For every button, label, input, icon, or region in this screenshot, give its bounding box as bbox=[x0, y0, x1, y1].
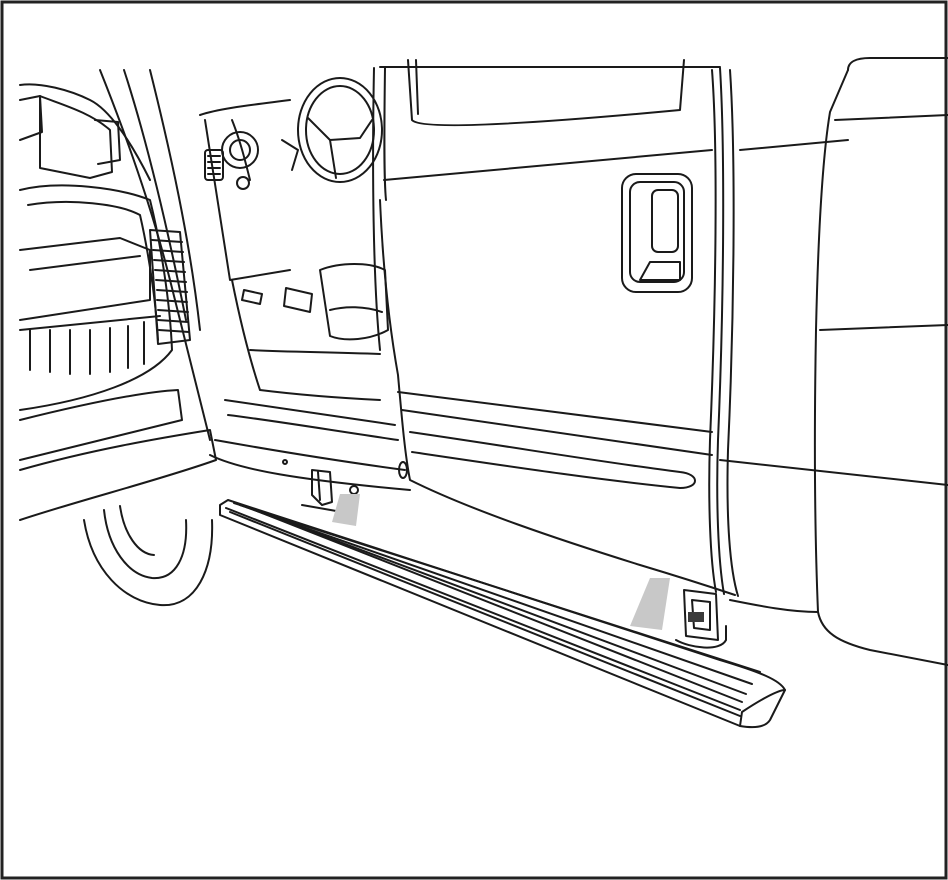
gas-pedal bbox=[241, 289, 263, 305]
brake-pedal bbox=[283, 287, 313, 313]
front-bracket bbox=[311, 469, 333, 506]
rear-cab-panel bbox=[813, 57, 948, 666]
front-tire bbox=[83, 505, 214, 607]
side-vent bbox=[204, 149, 224, 181]
door-sill bbox=[209, 399, 411, 495]
rear-step-light bbox=[630, 578, 670, 630]
rear-bracket bbox=[683, 589, 719, 641]
rear-bracket-badge bbox=[688, 612, 704, 622]
open-door bbox=[19, 69, 217, 521]
interior-dash bbox=[199, 77, 389, 401]
front-door bbox=[372, 59, 948, 613]
seat-base bbox=[319, 263, 389, 341]
side-mirror bbox=[39, 95, 113, 179]
door-handle bbox=[621, 173, 693, 293]
front-step-light bbox=[332, 494, 360, 526]
door-window bbox=[407, 59, 685, 127]
steering-wheel bbox=[297, 77, 383, 183]
